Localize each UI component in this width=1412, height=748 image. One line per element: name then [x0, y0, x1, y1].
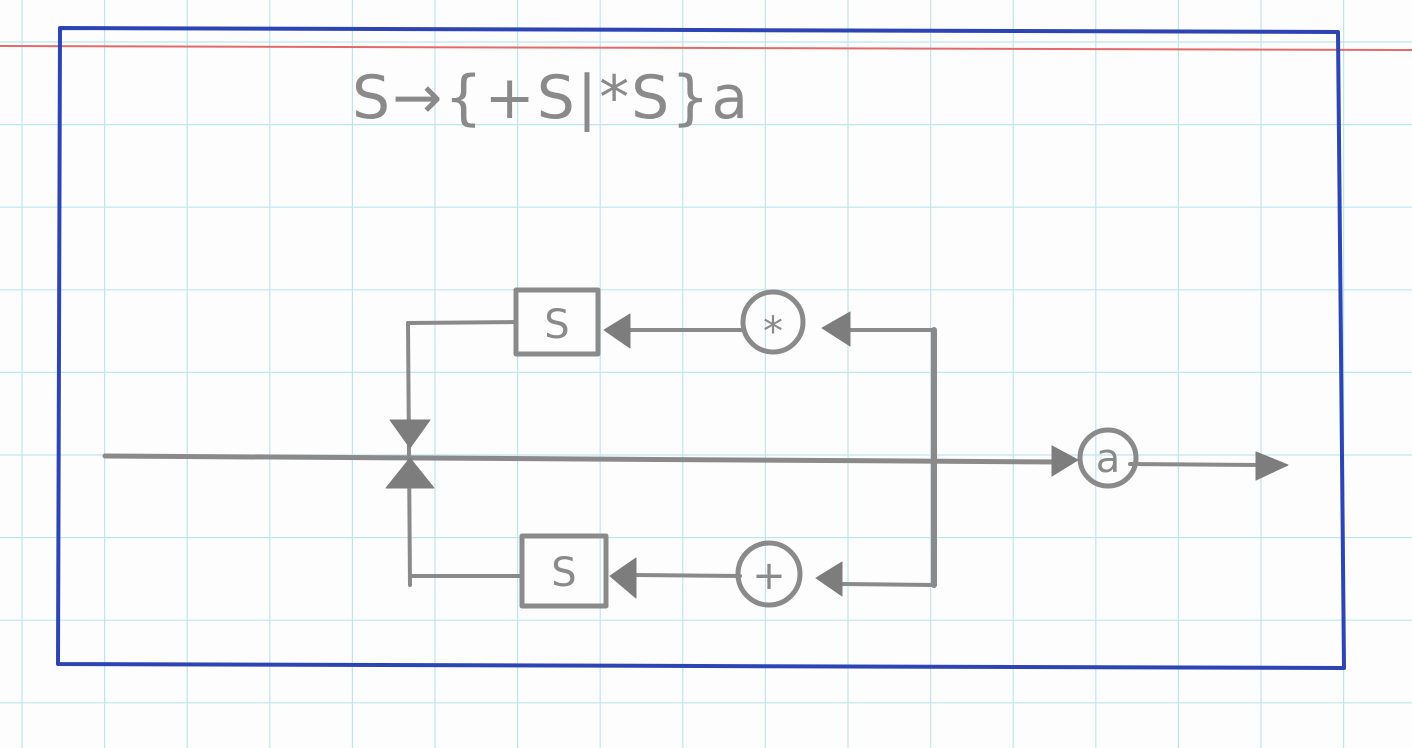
bottom-branch-line-right: [840, 582, 936, 587]
arrow-top-into-circle: [821, 311, 851, 347]
nonterminal-bottom-box: [519, 533, 609, 609]
margin-line: [0, 45, 1412, 51]
arrow-bottom-into-box: [609, 557, 637, 599]
terminal-exit-circle: [1077, 427, 1139, 489]
arrow-top-into-box: [603, 313, 631, 349]
top-branch-line-left: [406, 320, 518, 325]
grammar-rule: S→{+S|*S}a: [352, 63, 750, 133]
terminal-bottom-circle: [735, 540, 803, 608]
terminal-top-label: *: [763, 309, 783, 355]
exit-line: [1128, 462, 1260, 467]
blue-frame: [56, 26, 1346, 670]
terminal-bottom-label: +: [752, 553, 786, 599]
arrow-junction-up: [385, 457, 435, 489]
arrow-into-exit-circle: [1051, 445, 1079, 477]
arrow-junction-down: [389, 419, 431, 449]
nonterminal-top-label: S: [544, 302, 569, 348]
terminal-top-circle: [740, 289, 806, 355]
arrow-bottom-into-circle: [815, 561, 843, 597]
arrow-exit-end: [1255, 451, 1289, 481]
loop-left-vertical: [406, 321, 412, 587]
nonterminal-top-box: [513, 287, 601, 357]
bottom-branch-line-mid: [628, 573, 742, 578]
main-line: [102, 453, 1067, 465]
terminal-exit-label: a: [1096, 436, 1121, 482]
nonterminal-bottom-label: S: [551, 550, 576, 596]
